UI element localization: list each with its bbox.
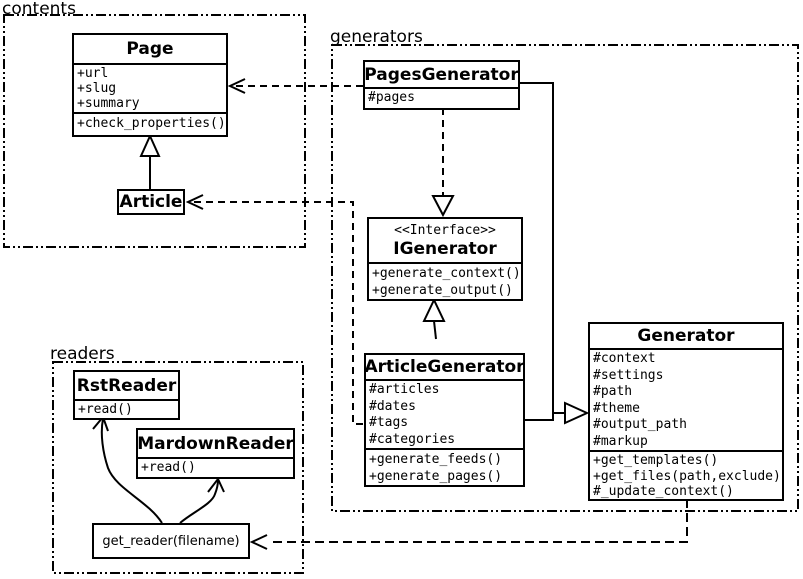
class-box-igenerator: <<Interface>> IGenerator +generate_conte…: [367, 217, 523, 301]
attribute-row: #theme: [593, 400, 640, 416]
class-box-generator: Generator #context #settings #path #them…: [588, 322, 784, 501]
attribute-row: +slug: [77, 81, 117, 96]
attribute-row: #pages: [368, 90, 415, 105]
inheritance-triangle-icon: [564, 401, 590, 425]
arrow-line-getreader-to-rstreader: [100, 418, 163, 524]
method-row: +generate_context(): [372, 266, 521, 281]
class-attributes: +url +slug +summary: [74, 63, 226, 112]
class-methods: +get_templates() +get_files(path,exclude…: [590, 450, 782, 499]
open-arrow-icon: [227, 78, 246, 94]
class-box-mardownreader: MardownReader +read(): [136, 428, 295, 479]
attribute-row: #tags: [369, 415, 409, 430]
class-title: MardownReader: [137, 433, 294, 454]
attribute-row: #articles: [369, 382, 440, 397]
inheritance-line-articlegenerator-to-generator: [525, 413, 554, 421]
attribute-row: #output_path: [593, 417, 687, 432]
class-header: <<Interface>> IGenerator: [369, 219, 521, 262]
open-arrow-icon: [207, 477, 225, 493]
attribute-row: #markup: [593, 433, 648, 449]
package-label-contents: contents: [2, 0, 76, 19]
arrow-line-getreader-to-mardownreader: [179, 479, 219, 524]
class-box-pagesgenerator: PagesGenerator #pages: [363, 60, 520, 110]
method-row: +generate_pages(): [369, 469, 503, 484]
package-border-contents: [3, 14, 306, 248]
class-methods: +read(): [138, 457, 293, 477]
function-box-get-reader: get_reader(filename): [92, 523, 250, 559]
dependency-line-generator-to-getreader: [268, 499, 688, 543]
open-arrow-icon: [185, 194, 204, 210]
class-title: Generator: [637, 326, 735, 346]
package-label-generators: generators: [330, 27, 423, 47]
class-box-article: Article: [117, 189, 185, 215]
function-label: get_reader(filename): [102, 533, 240, 549]
class-methods: +generate_context() +generate_output(): [369, 262, 521, 299]
class-title: PagesGenerator: [364, 64, 519, 85]
package-border-generators: [331, 44, 799, 512]
class-title: RstReader: [76, 375, 177, 396]
realization-triangle-icon: [431, 195, 455, 218]
class-box-page: Page +url +slug +summary +check_properti…: [72, 33, 228, 137]
open-arrow-icon: [249, 534, 268, 550]
class-title: Article: [119, 192, 183, 212]
attribute-row: #context: [593, 351, 656, 366]
inheritance-triangle-icon: [422, 297, 446, 322]
class-methods: +generate_feeds() +generate_pages(): [366, 448, 523, 485]
class-methods: +read(): [75, 399, 178, 418]
attribute-row: #dates: [369, 398, 416, 414]
method-row: +check_properties(): [77, 116, 226, 131]
method-row: #_update_context(): [593, 484, 734, 499]
inheritance-triangle-icon: [139, 133, 161, 157]
attribute-row: +summary: [77, 96, 140, 111]
attribute-row: #path: [593, 384, 633, 399]
class-box-rstreader: RstReader +read(): [73, 370, 180, 420]
class-attributes: #articles #dates #tags #categories: [366, 379, 523, 448]
stereotype-label: <<Interface>>: [394, 223, 496, 238]
class-title: Page: [126, 39, 174, 59]
attribute-row: #settings: [593, 367, 664, 383]
class-title: IGenerator: [393, 239, 497, 259]
inheritance-line-pagesgenerator-to-generator: [520, 82, 565, 414]
dependency-line-articlegenerator-to-article: [191, 201, 363, 425]
class-methods: +check_properties(): [74, 112, 226, 135]
attribute-row: +url: [77, 66, 109, 81]
method-row: +generate_output(): [372, 283, 513, 298]
package-label-readers: readers: [50, 344, 115, 364]
class-box-articlegenerator: ArticleGenerator #articles #dates #tags …: [364, 353, 525, 487]
method-row: +read(): [78, 402, 133, 417]
class-title: ArticleGenerator: [364, 357, 525, 377]
method-row: +get_files(path,exclude): [593, 468, 781, 484]
class-attributes: #pages: [365, 87, 518, 108]
method-row: +generate_feeds(): [369, 452, 503, 467]
inheritance-line-articlegenerator-to-igenerator: [433, 320, 437, 340]
method-row: +read(): [141, 460, 196, 475]
class-attributes: #context #settings #path #theme #output_…: [590, 348, 782, 450]
method-row: +get_templates(): [593, 453, 719, 468]
package-border-readers: [52, 361, 304, 574]
attribute-row: #categories: [369, 431, 456, 447]
